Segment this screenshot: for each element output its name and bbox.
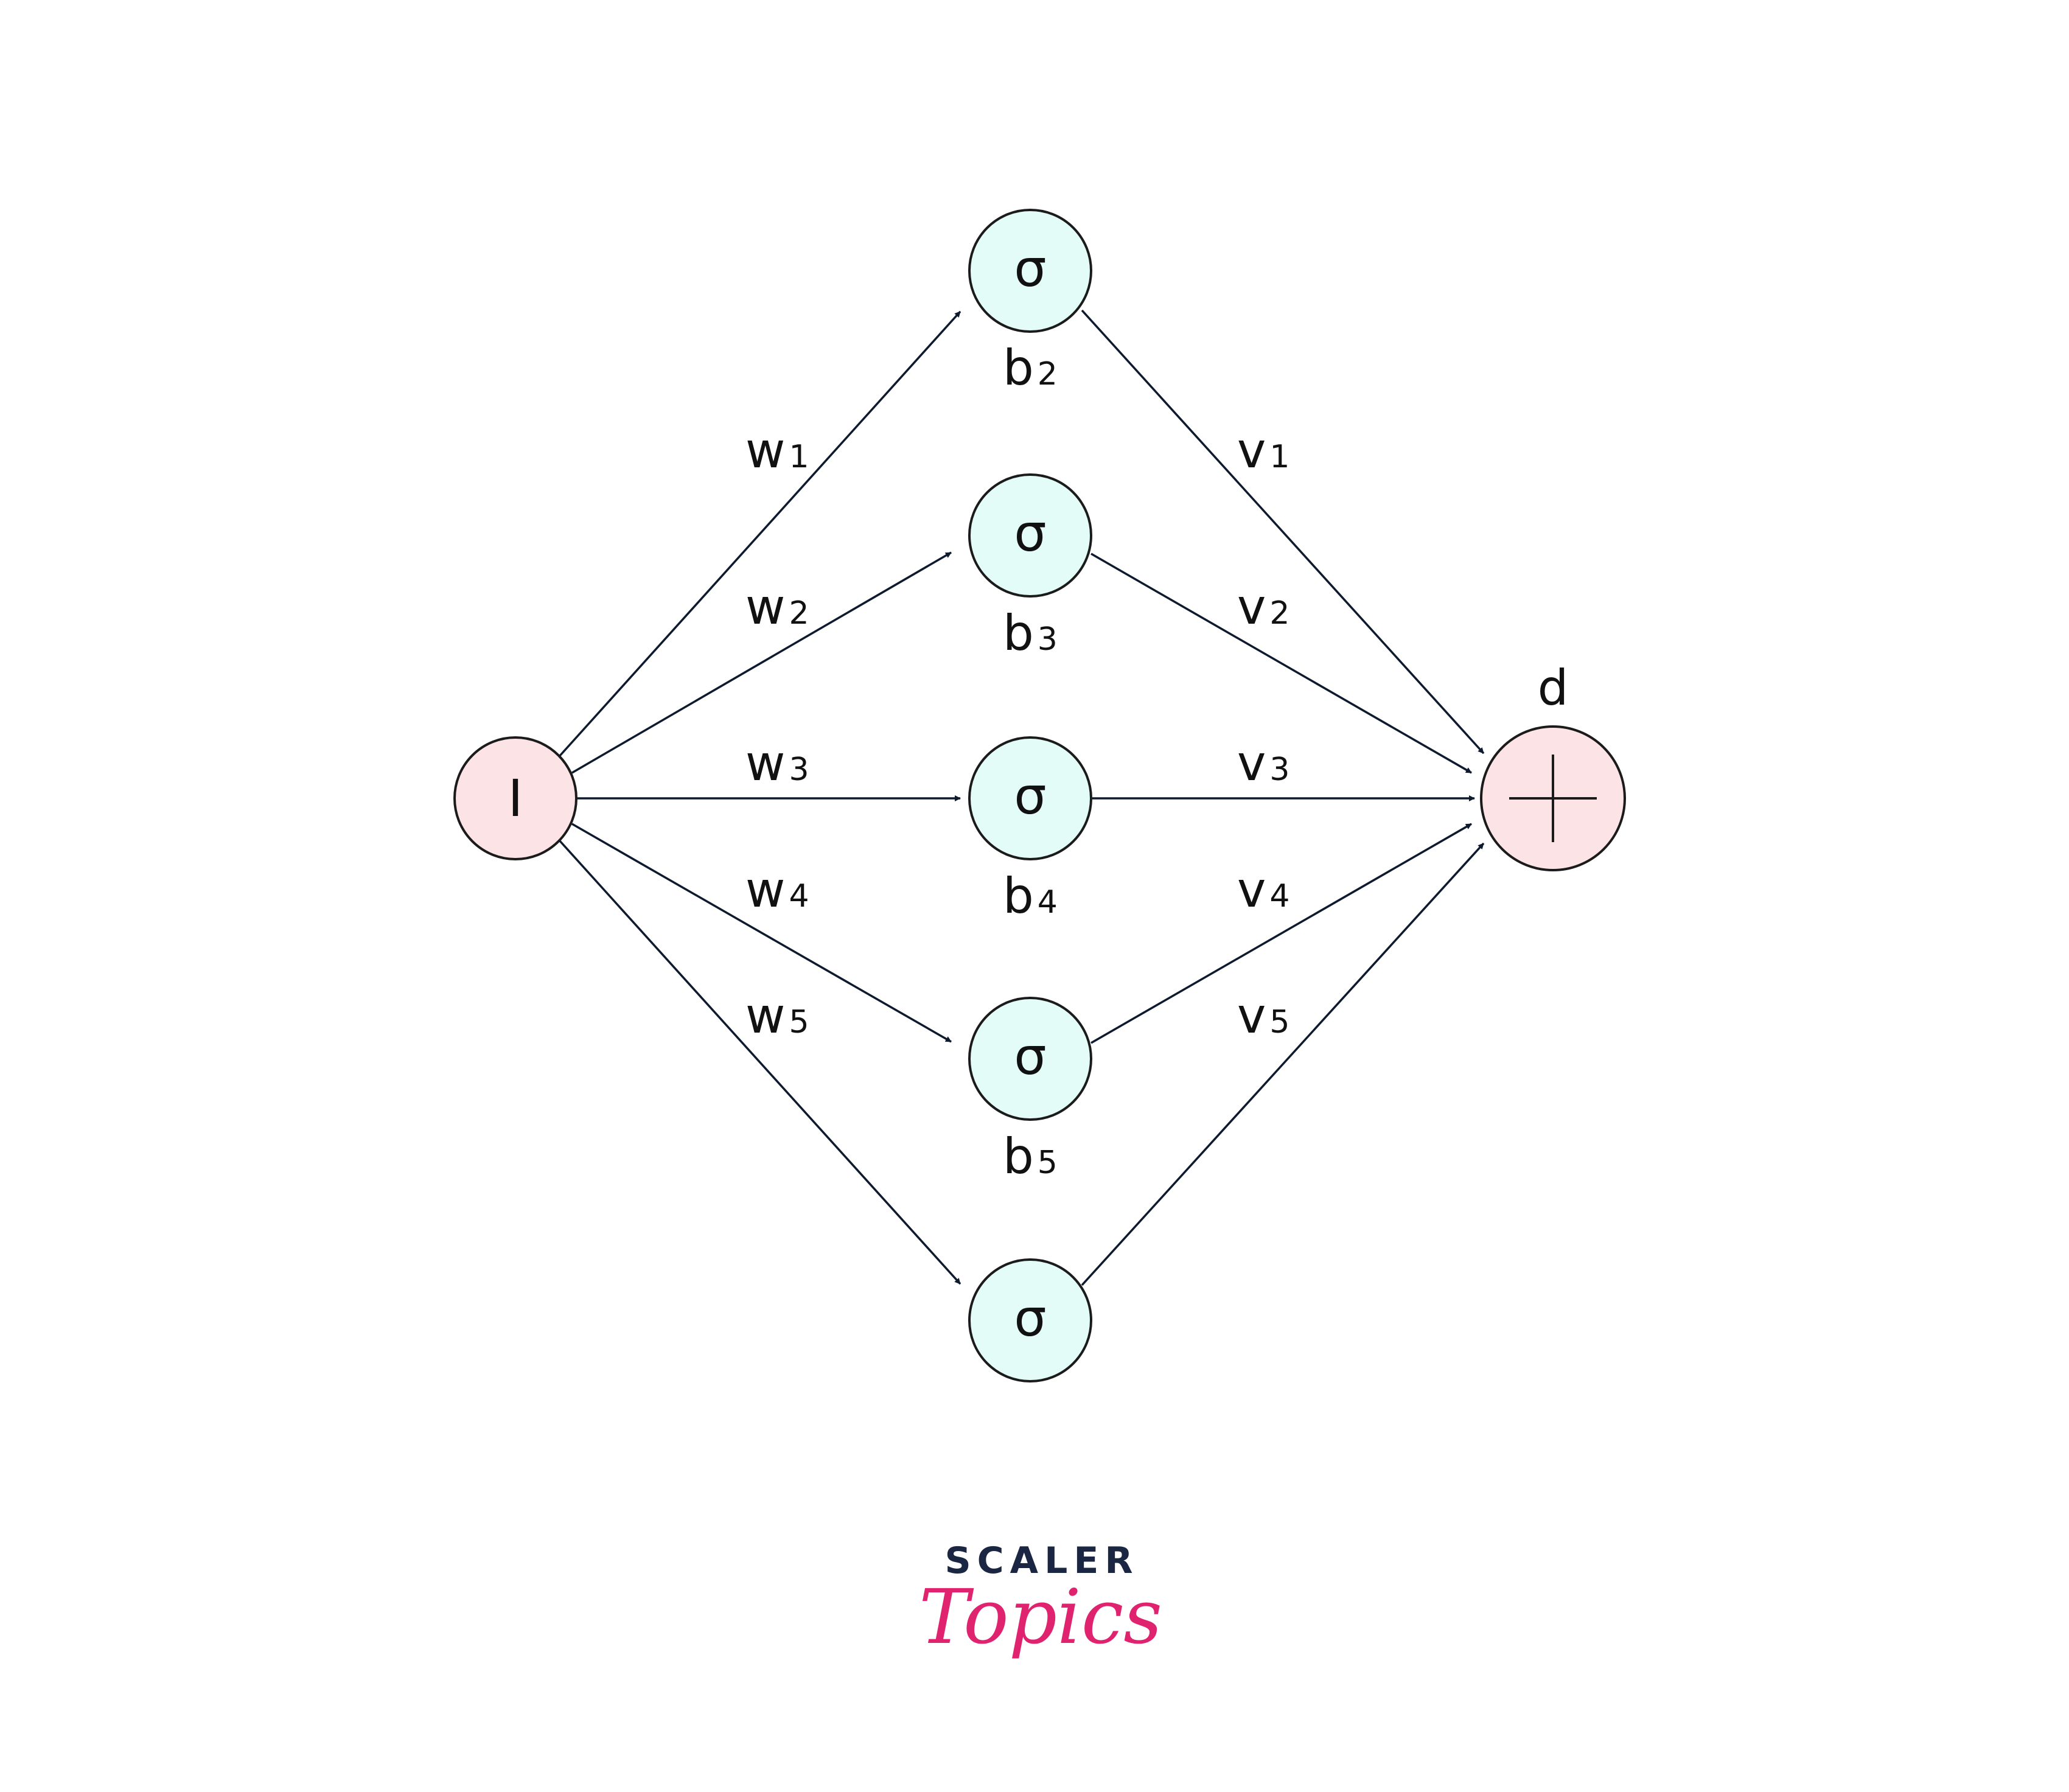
nodes: I σ σ σ σ σ d — [453, 209, 1626, 1382]
output-node-label: d — [1538, 660, 1569, 716]
output-edge-1 — [1081, 309, 1485, 755]
hidden-node-1 — [968, 209, 1092, 333]
input-node-label: I — [508, 769, 523, 828]
hidden-node-5 — [968, 1258, 1092, 1382]
output-edge-4 — [1090, 823, 1472, 1044]
input-edge-1 — [559, 310, 961, 757]
input-edge-2 — [571, 551, 952, 774]
edges — [559, 309, 1485, 1286]
hidden-node-label-5: σ — [1014, 1288, 1046, 1348]
hidden-node-label-4: σ — [1014, 1027, 1046, 1086]
scaler-topics-logo: SCALER Topics — [919, 1539, 1162, 1661]
output-edge-5 — [1081, 842, 1485, 1286]
hidden-node-3 — [968, 736, 1092, 860]
input-edge-4 — [571, 823, 952, 1043]
input-node — [453, 736, 577, 860]
logo-topics-text: Topics — [919, 1574, 1162, 1661]
output-edge-2 — [1090, 553, 1472, 774]
logo-scaler-text: SCALER — [944, 1539, 1139, 1582]
hidden-layer: σ σ σ σ σ — [968, 209, 1092, 1382]
hidden-node-label-2: σ — [1014, 503, 1046, 563]
input-edge-5 — [559, 840, 961, 1285]
hidden-node-label-1: σ — [1014, 239, 1046, 298]
hidden-node-2 — [968, 473, 1092, 598]
hidden-node-label-3: σ — [1014, 766, 1046, 826]
hidden-node-4 — [968, 997, 1092, 1121]
